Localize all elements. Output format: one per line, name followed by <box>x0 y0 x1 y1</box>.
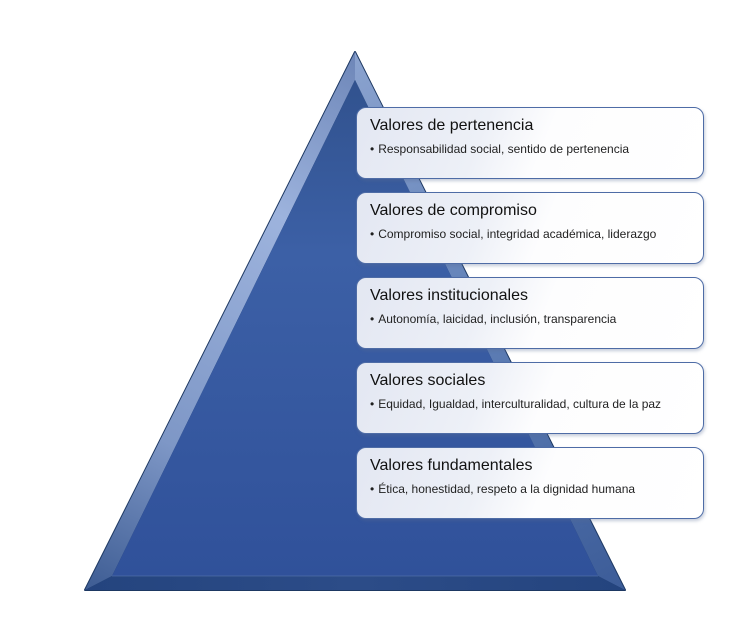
level-bullet-text: Responsabilidad social, sentido de perte… <box>378 142 630 156</box>
level-bullet-text: Ética, honestidad, respeto a la dignidad… <box>378 482 636 496</box>
pyramid-bottom-bevel <box>85 576 625 590</box>
level-bullet-item: •Ética, honestidad, respeto a la dignida… <box>370 482 693 497</box>
pyramid-left-bevel <box>85 52 355 590</box>
level-card-institucionales: Valores institucionales •Autonomía, laic… <box>356 277 704 349</box>
level-title: Valores sociales <box>370 372 486 389</box>
level-bullet-text: Compromiso social, integridad académica,… <box>378 227 657 241</box>
level-bullet-item: •Equidad, Igualdad, interculturalidad, c… <box>370 397 693 412</box>
level-bullet-text: Autonomía, laicidad, inclusión, transpar… <box>378 312 617 326</box>
level-bullet-item: •Autonomía, laicidad, inclusión, transpa… <box>370 312 693 327</box>
bullet-marker: • <box>370 482 375 496</box>
level-title: Valores de compromiso <box>370 202 537 219</box>
level-bullet-item: •Responsabilidad social, sentido de pert… <box>370 142 693 157</box>
bullet-marker: • <box>370 142 375 156</box>
level-bullet-item: •Compromiso social, integridad académica… <box>370 227 693 242</box>
level-title: Valores fundamentales <box>370 457 533 474</box>
level-card-pertenencia: Valores de pertenencia •Responsabilidad … <box>356 107 704 179</box>
bullet-marker: • <box>370 397 375 411</box>
bullet-marker: • <box>370 312 375 326</box>
level-bullet-text: Equidad, Igualdad, interculturalidad, cu… <box>378 397 662 411</box>
level-card-fundamentales: Valores fundamentales •Ética, honestidad… <box>356 447 704 519</box>
level-title: Valores institucionales <box>370 287 529 304</box>
level-card-compromiso: Valores de compromiso •Compromiso social… <box>356 192 704 264</box>
bullet-marker: • <box>370 227 375 241</box>
level-card-sociales: Valores sociales •Equidad, Igualdad, int… <box>356 362 704 434</box>
level-title: Valores de pertenencia <box>370 117 534 134</box>
